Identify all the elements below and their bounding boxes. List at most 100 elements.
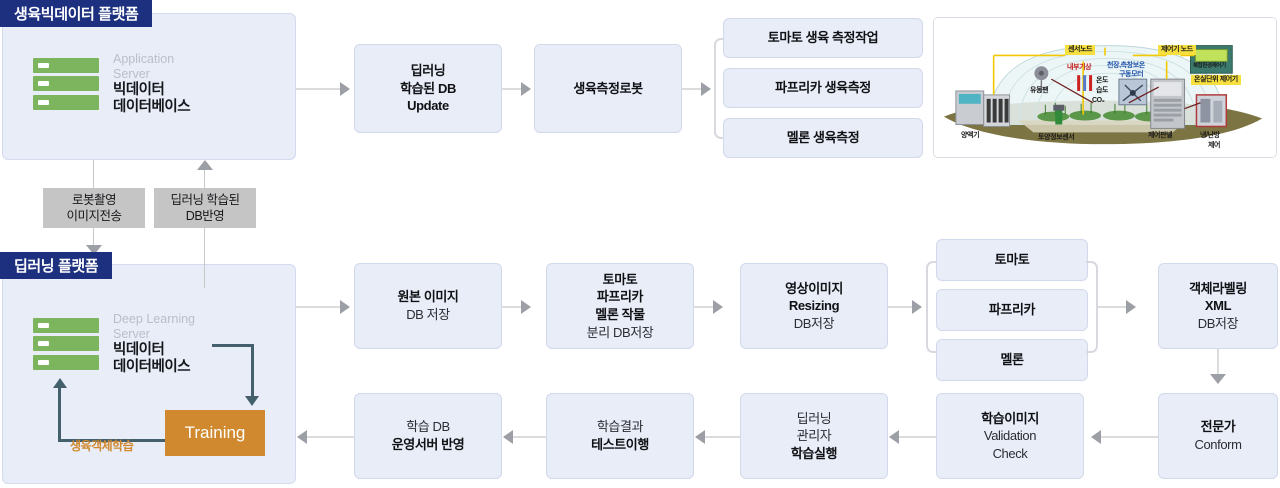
conn-labeling-to-expert — [1217, 349, 1219, 374]
conn-update-to-robot — [502, 88, 524, 90]
label-trained-db-apply-line2: DB반영 — [185, 209, 225, 223]
box-line: 딥러닝 — [796, 410, 832, 426]
training-return-arrowhead — [53, 378, 67, 388]
conn-resizing-to-cropbranch-arrow — [912, 300, 922, 314]
box-crop-melon[interactable]: 멜론 — [936, 339, 1088, 381]
conn-robot-to-branch — [682, 88, 704, 90]
conn-dlplatform-to-original-arrow — [340, 300, 350, 314]
box-line: 토마토 — [994, 252, 1030, 268]
greenhouse-tag-greenhouse-controller: 온실단위 제어기 — [1191, 75, 1241, 86]
box-line: Validation — [983, 428, 1037, 444]
box-line: 영상이미지 — [785, 280, 843, 296]
box-growth-measurement-robot[interactable]: 생육측정로봇 — [534, 44, 682, 133]
application-server-sub-line1: Application — [113, 52, 175, 66]
box-line: 분리 DB저장 — [586, 324, 654, 340]
crop-branch-bracket-left — [926, 261, 938, 353]
box-object-labeling-xml-db-save[interactable]: 객체라벨링 XML DB저장 — [1158, 263, 1278, 349]
conn-resizing-to-cropbranch — [888, 306, 914, 308]
box-line: XML — [1204, 298, 1232, 314]
training-return-line-v — [58, 388, 61, 442]
box-crop-separation-db-save[interactable]: 토마토 파프리카 멜론 작물 분리 DB저장 — [546, 263, 694, 349]
conn-original-to-crop — [502, 306, 524, 308]
box-deep-learning-db-update[interactable]: 딥러닝 학습된 DB Update — [354, 44, 502, 133]
conn-dlplatform-to-original — [296, 306, 340, 308]
box-line: 파프리카 — [988, 302, 1036, 318]
greenhouse-smartfarm-illustration: 센서노드 제어기 노드 온실단위 제어기 내부기상 천장,측창보온 구동모터 온… — [933, 17, 1277, 158]
greenhouse-svg — [934, 18, 1276, 157]
box-original-image-db-save[interactable]: 원본 이미지 DB 저장 — [354, 263, 502, 349]
box-image-resizing-db-save[interactable]: 영상이미지 Resizing DB저장 — [740, 263, 888, 349]
greenhouse-label-circulation-fan: 유동팬 — [1030, 87, 1049, 94]
conn-deploy-to-dlplatform — [306, 436, 354, 438]
conn-validation-to-manager — [898, 436, 936, 438]
deeplearning-server-sub-line1: Deep Learning — [113, 312, 196, 326]
server-icon — [33, 317, 99, 370]
box-line: Resizing — [788, 298, 840, 314]
box-line: 운영서버 반영 — [391, 437, 465, 452]
greenhouse-label-hvac-control-line1: 냉/난방 — [1200, 132, 1220, 139]
bigdata-platform-title: 생육빅데이터 플랫폼 — [0, 0, 153, 27]
conn-test-to-deploy-arrow — [503, 430, 513, 444]
greenhouse-label-temperature: 온도 — [1096, 77, 1109, 84]
box-tomato-growth-measurement-task[interactable]: 토마토 생육 측정작업 — [723, 18, 923, 58]
box-paprika-growth-measurement[interactable]: 파프리카 생육측정 — [723, 68, 923, 108]
box-crop-tomato[interactable]: 토마토 — [936, 239, 1088, 281]
box-line: DB저장 — [793, 315, 835, 331]
box-line: 파프리카 — [596, 289, 644, 305]
box-line: Update — [407, 98, 449, 114]
box-line: 테스트이행 — [591, 437, 649, 452]
greenhouse-label-nutrient-supplier: 양액기 — [961, 132, 980, 139]
branch-bracket-top — [714, 38, 726, 139]
conn-crop-to-resizing — [694, 306, 716, 308]
deeplearning-server-sub-line2: Server — [113, 326, 150, 341]
conn-original-to-crop-arrow — [521, 300, 531, 314]
box-line: 학습 DB — [406, 419, 450, 435]
box-line: 생육측정로봇 — [573, 80, 643, 96]
box-training-db-deploy[interactable]: 학습 DB 운영서버 반영 — [354, 393, 502, 479]
panel-link-line-right-bottom — [204, 228, 205, 288]
conn-manager-to-test — [704, 436, 740, 438]
training-caption: 생육객체학습 — [70, 439, 134, 453]
conn-test-to-deploy — [512, 436, 546, 438]
bigdata-db-name-line1: 빅데이터 — [113, 81, 165, 98]
conn-robot-to-branch-arrow — [701, 82, 711, 96]
panel-link-arrow-down — [86, 245, 102, 255]
box-expert-conform[interactable]: 전문가 Conform — [1158, 393, 1278, 479]
deeplearning-db-name-line1: 빅데이터 — [113, 341, 165, 358]
box-training-image-validation-check[interactable]: 학습이미지 Validation Check — [936, 393, 1084, 479]
greenhouse-label-integrated-controller: 복합환경제어기 — [1193, 63, 1226, 69]
box-melon-growth-measurement[interactable]: 멜론 생육측정 — [723, 118, 923, 158]
greenhouse-label-roof-side-insulation: 천장,측창보온 — [1107, 62, 1145, 69]
conn-crop-to-resizing-arrow — [713, 300, 723, 314]
bigdata-db-name-line2: 데이터베이스 — [113, 98, 191, 115]
box-deep-learning-manager-train[interactable]: 딥러닝 관리자 학습실행 — [740, 393, 888, 479]
application-server-block: Application Server 빅데이터 데이터베이스 — [33, 52, 191, 116]
greenhouse-label-humidity: 습도 — [1096, 87, 1109, 94]
training-box[interactable]: Training — [165, 410, 265, 456]
box-line: 멜론 작물 — [595, 307, 645, 322]
box-line: DB 저장 — [406, 307, 450, 322]
box-crop-paprika[interactable]: 파프리카 — [936, 289, 1088, 331]
box-line: 원본 이미지 — [397, 289, 459, 305]
box-line: 학습결과 — [596, 419, 644, 435]
greenhouse-label-internal-weather: 내부기상 — [1067, 64, 1092, 71]
box-training-result-test[interactable]: 학습결과 테스트이행 — [546, 393, 694, 479]
box-line: 딥러닝 — [410, 63, 446, 79]
box-line: Check — [992, 445, 1028, 461]
training-feed-line-h — [212, 344, 254, 347]
greenhouse-label-drive-motor: 구동모터 — [1119, 71, 1144, 78]
box-line: Conform — [1194, 437, 1242, 452]
box-line: 관리자 — [796, 428, 832, 444]
deeplearning-server-block: Deep Learning Server 빅데이터 데이터베이스 — [33, 312, 195, 376]
deeplearning-db-name-line2: 데이터베이스 — [113, 358, 191, 375]
server-icon — [33, 57, 99, 110]
panel-link-line-right-top — [204, 170, 205, 188]
greenhouse-tag-sensor-node: 센서노드 — [1065, 45, 1096, 56]
training-return-line-h — [58, 439, 168, 442]
conn-validation-to-manager-arrow — [889, 430, 899, 444]
box-line: 파프리카 생육측정 — [775, 80, 871, 96]
label-trained-db-apply: 딥러닝 학습된 DB반영 — [154, 188, 256, 228]
box-line: 토마토 — [602, 271, 638, 287]
box-line: 객체라벨링 — [1189, 280, 1247, 296]
